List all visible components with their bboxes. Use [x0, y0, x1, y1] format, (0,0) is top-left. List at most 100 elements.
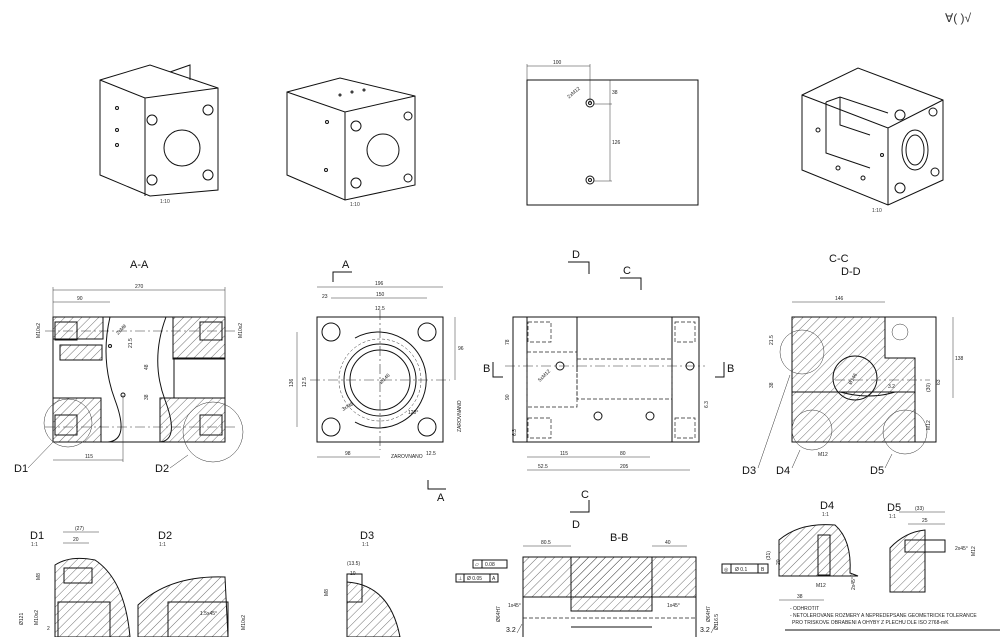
dimension-label: 63 [936, 379, 942, 385]
detail-d5: D5 1:1 (33) 25 2x45° M12 [887, 502, 977, 593]
detail-label-d3: D3 [742, 465, 756, 477]
dimension-label: 6.3 [704, 401, 710, 408]
dimension-label: 80 [620, 451, 626, 457]
dimension-label: 1x45° [508, 603, 521, 609]
dimension-label: M8 [324, 589, 330, 596]
dimension-label: 25 [922, 518, 928, 524]
detail-d2: D2 1:1 1.5x45° M10x2 [137, 530, 247, 637]
section-marker-c: C [623, 265, 631, 277]
dimension-label: (33) [915, 506, 924, 512]
dimension-label: 38 [612, 90, 618, 96]
dimension-label: ZAROVNANO [457, 400, 463, 432]
dimension-label: PRO TRISKOVE OBRABENI A OHYBY Z PLECHU D… [792, 620, 949, 626]
dimension-label: 6.3 [512, 429, 518, 436]
dimension-label: M12 [816, 583, 826, 589]
flatness-tolerance-frame: ▱ 0.08 [472, 559, 508, 569]
detail-label-d1: D1 [14, 463, 28, 475]
dimension-label: 1:1 [889, 514, 896, 520]
dimension-label: 98 [345, 451, 351, 457]
isometric-view-1: 1:10 [99, 64, 219, 205]
dimension-label: 90 [505, 394, 511, 400]
dimension-label: 38 [769, 382, 775, 388]
dimension-label: 1:1 [159, 542, 166, 548]
section-b-b: B-B 80.5 40 1x45° 1x45° Ø64H7 Ø64H7 Ø116… [455, 532, 769, 637]
scale-label: 1:10 [872, 208, 882, 214]
dimension-label: 90 [77, 296, 83, 302]
dimension-label: 2xM12 [566, 86, 582, 100]
dimension-label: 3.2 [888, 384, 895, 390]
dimension-label: M10x2 [34, 610, 40, 625]
dimension-label: D2 [158, 530, 172, 542]
dimension-label: (13.5) [347, 561, 360, 567]
dimension-label: ZAROVNANO [391, 454, 423, 460]
dimension-label: ⊥ [458, 576, 462, 582]
dimension-label: 2x45° [851, 577, 857, 590]
dimension-label: D1 [30, 530, 44, 542]
dimension-label: D4 [820, 500, 834, 512]
dimension-label: 80.5 [541, 540, 551, 546]
view-title: A-A [130, 259, 149, 271]
scale-label: 1:10 [160, 199, 170, 205]
detail-label-d5: D5 [870, 465, 884, 477]
view-title: B-B [610, 532, 628, 544]
dimension-label: 5xM12 [537, 368, 552, 383]
dimension-label: Ø146 [848, 372, 859, 386]
dimension-label: 38 [144, 394, 150, 400]
dimension-label: Ø64H7 [496, 606, 502, 622]
dimension-label: (27) [75, 526, 84, 532]
section-marker-d-bottom: D [572, 519, 580, 531]
isometric-view-3: 1:10 [801, 67, 944, 214]
dimension-label: 196 [375, 281, 384, 287]
detail-d3: D3 1:1 (13.5) 10 M8 [324, 530, 401, 637]
dimension-label: - ODHROTIT [790, 606, 819, 612]
dimension-label: 0.08 [485, 562, 495, 568]
dimension-label: M10x2 [238, 323, 244, 338]
dimension-label: 20 [776, 559, 782, 565]
dimension-label: 1:1 [822, 512, 829, 518]
dimension-label: 21.5 [769, 335, 775, 345]
view-title: C-C [829, 253, 849, 265]
dimension-label: A [492, 576, 496, 582]
dimension-label: 23 [322, 294, 328, 300]
dimension-label: Ø 0.1 [735, 567, 747, 573]
roughness-value-right: 3.2 [700, 627, 710, 634]
dimension-label: M12 [971, 546, 977, 556]
dimension-label: 20 [73, 537, 79, 543]
dimension-label: 1:1 [31, 542, 38, 548]
dimension-label: 96 [458, 346, 464, 352]
dimension-label: 12.5 [302, 377, 308, 387]
dimension-label: M12 [818, 452, 828, 458]
dimension-label: 12.5 [426, 451, 436, 457]
section-marker-c-bottom: C [581, 489, 589, 501]
dimension-label: D3 [360, 530, 374, 542]
dimension-label: - NETOLEROVANE ROZMERY A NEPREDEPSANE GE… [790, 613, 977, 619]
top-view: 100 38 126 2xM12 [526, 60, 699, 206]
dimension-label: 12.5 [375, 306, 385, 312]
dimension-label: 48 [144, 364, 150, 370]
detail-d4: D4 1:1 (31) 20 M12 38 2x45° [766, 500, 859, 601]
dimension-label: M12 [926, 420, 932, 430]
dimension-label: 1:1 [362, 542, 369, 548]
dimension-label: Ø146 [379, 373, 392, 386]
dimension-label: 205 [620, 464, 629, 470]
dimension-label: Ø121 [19, 613, 25, 625]
dimension-label: 115 [560, 451, 568, 457]
section-marker-a-bottom: A [437, 492, 445, 504]
detail-d1: D1 1:1 (27) 20 M8 Ø121 M10x2 2 [19, 526, 131, 637]
section-marker-b-left: B [483, 363, 490, 375]
detail-label-d2: D2 [155, 463, 169, 475]
dimension-label: 2x45° [955, 546, 968, 552]
dimension-label: 2 [47, 626, 50, 632]
dimension-label: 2xM8 [115, 323, 128, 336]
dimension-label: 115 [85, 454, 93, 460]
dimension-label: ▱ [475, 562, 479, 568]
concentricity-tolerance-frame: ◎ Ø 0.1 B [721, 563, 769, 574]
dimension-label: Ø64H7 [706, 606, 712, 622]
dimension-label: Ø116.5 [714, 614, 720, 630]
dimension-label: 270 [135, 284, 144, 290]
surface-roughness-symbol: ∀( )√ [945, 11, 972, 25]
front-view: A 196 150 23 96 136 98 Ø146 120° 12.5 12… [289, 259, 464, 460]
dimension-label: 38 [797, 594, 803, 600]
